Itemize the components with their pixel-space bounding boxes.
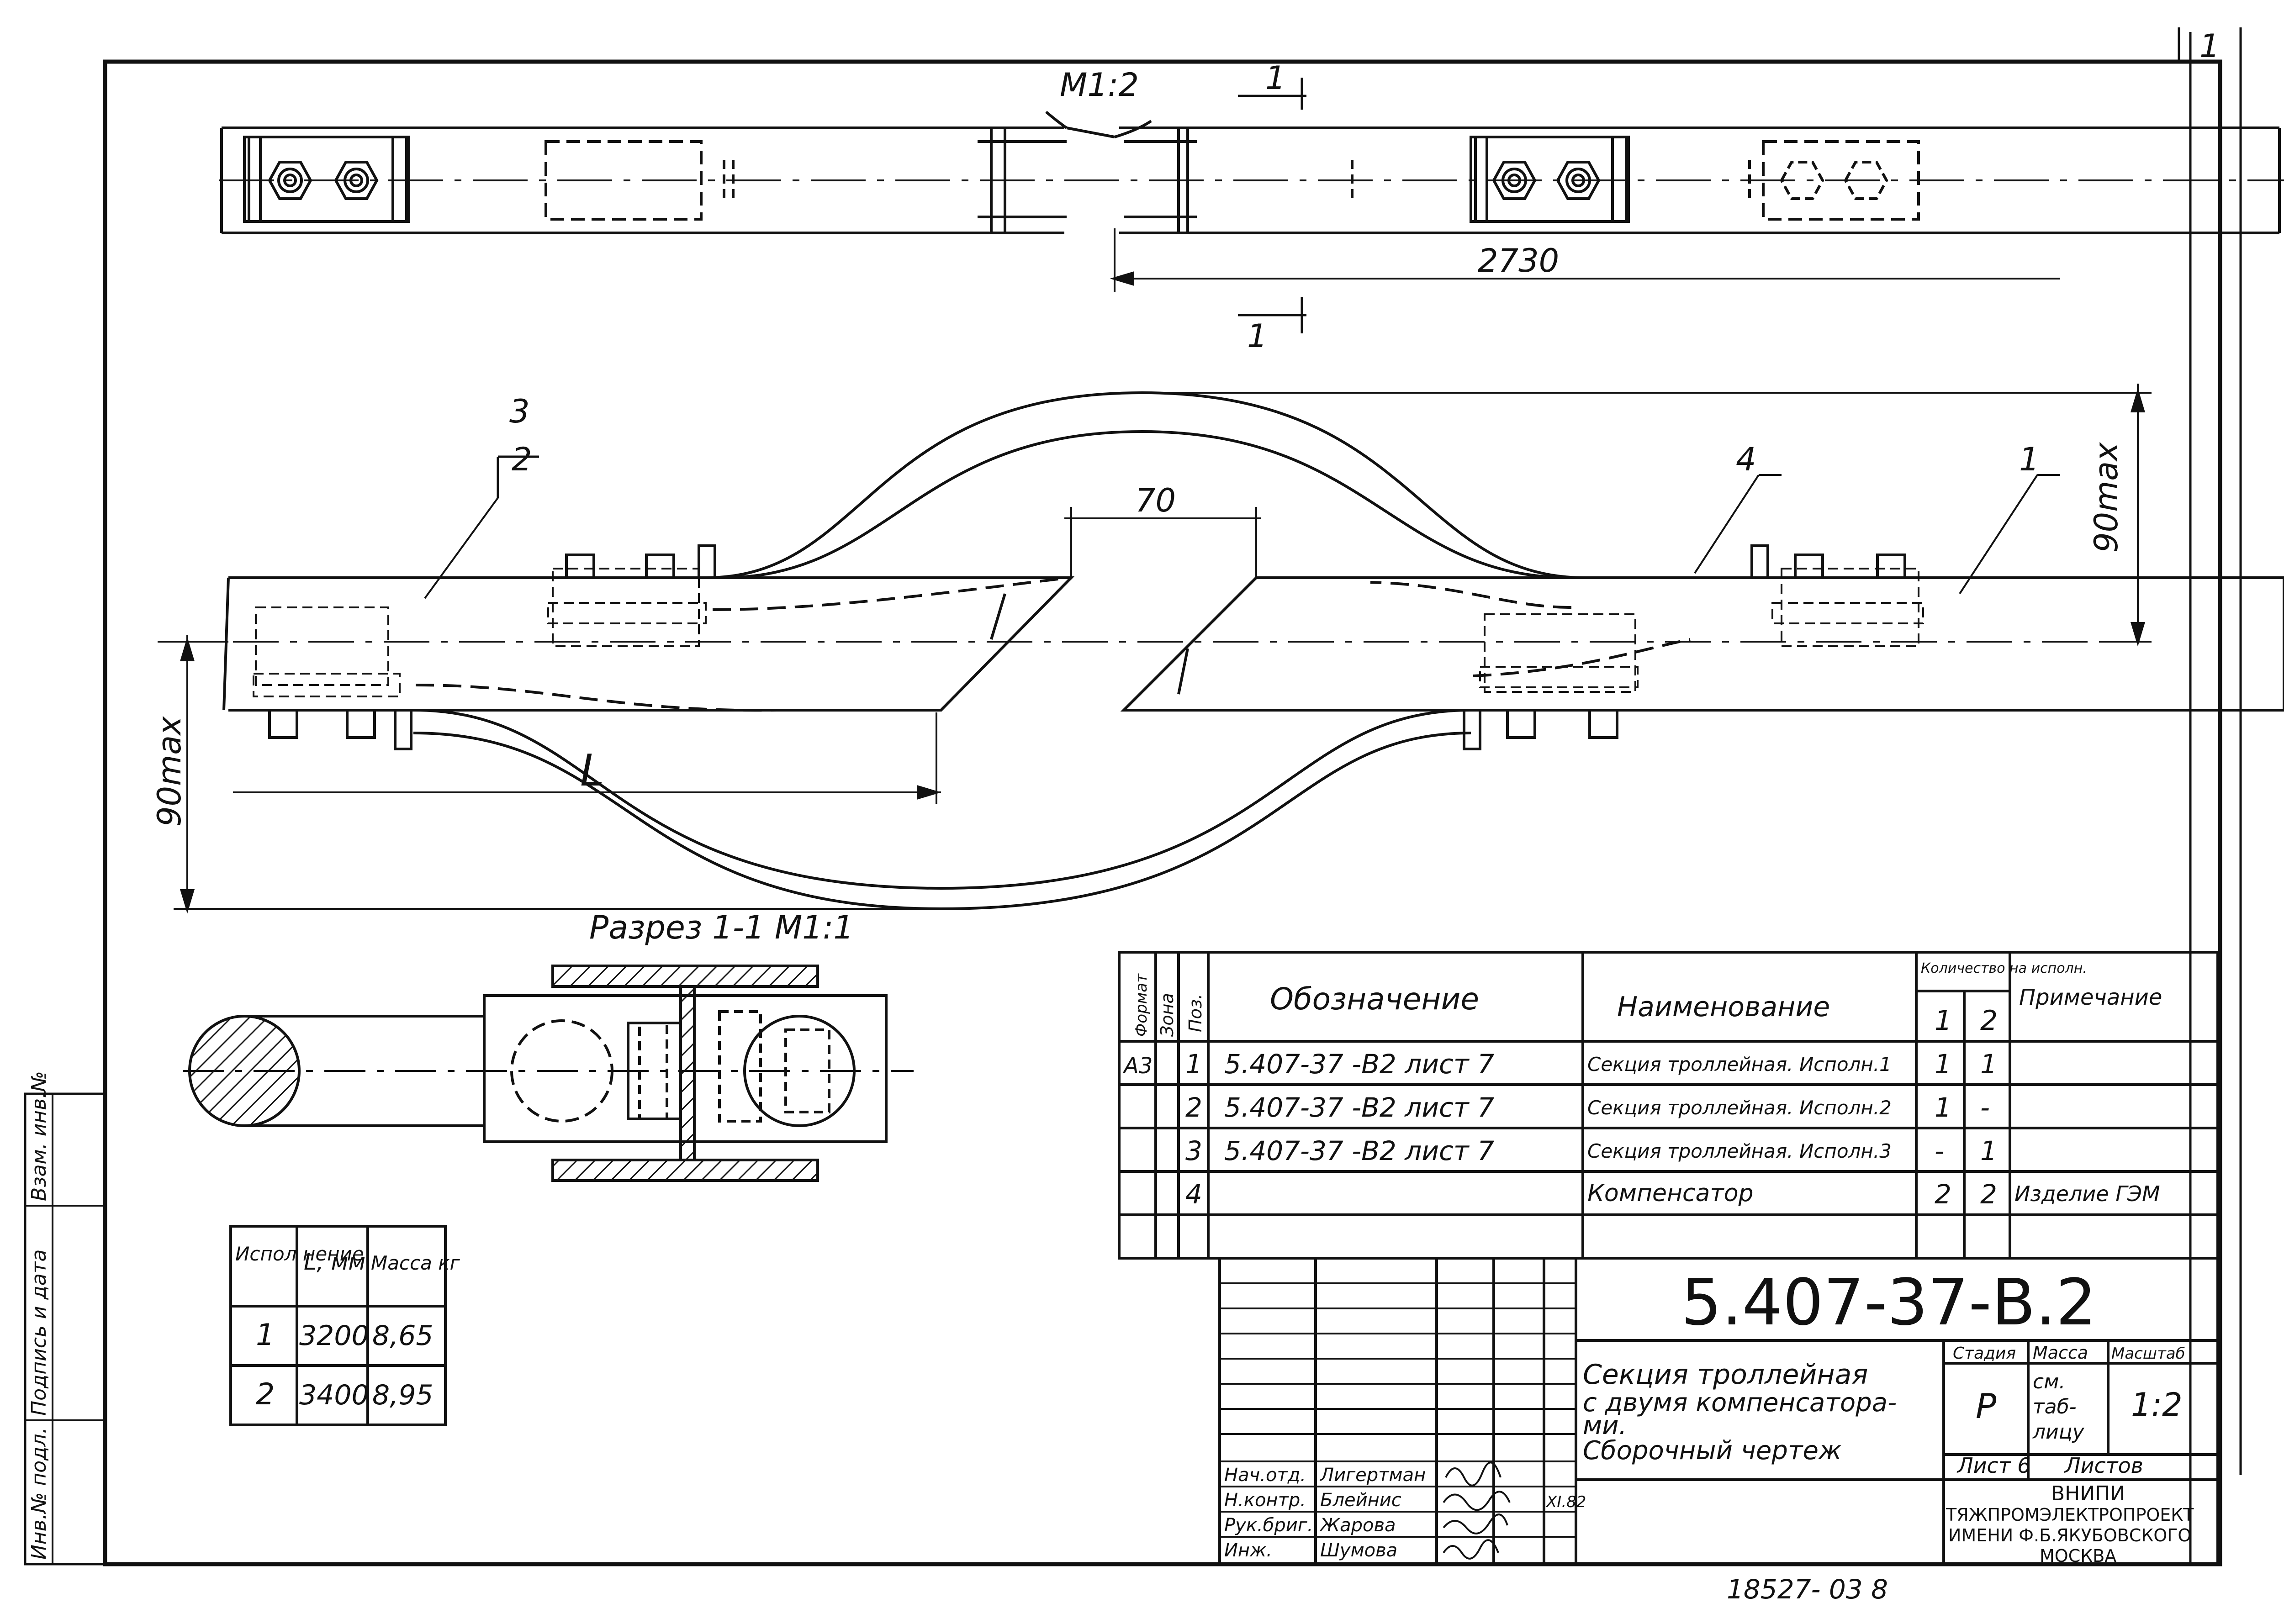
leader-label-3: 3 xyxy=(509,393,530,430)
section-mark-bottom: 1 xyxy=(1247,317,1268,355)
variants-table xyxy=(229,1225,447,1426)
spec-row3-q2: 1 xyxy=(1980,1135,1997,1166)
signer-role-2: Н.контр. xyxy=(1224,1490,1306,1511)
stage-value: Р xyxy=(1976,1386,1997,1426)
spec-col-pos: Поз. xyxy=(1185,994,1205,1032)
mass-value-line2: таб- xyxy=(2033,1395,2077,1418)
variants-row2-mass: 8,95 xyxy=(372,1379,434,1411)
signer-role-3: Рук.бриг. xyxy=(1224,1515,1313,1536)
spec-row3-pos: 3 xyxy=(1185,1135,1202,1166)
signer-name-4: Шумова xyxy=(1320,1540,1397,1561)
title-line-1: Секция троллейная xyxy=(1583,1359,1868,1391)
spec-table xyxy=(1118,951,2219,1260)
variants-row2-variant: 2 xyxy=(256,1377,275,1412)
leader-label-1: 1 xyxy=(2019,441,2040,478)
dimension-2730: 2730 xyxy=(1478,242,1559,279)
margin-stamp-sign: Подпись и дата xyxy=(27,1250,51,1416)
section-title: Разрез 1-1 М1:1 xyxy=(589,909,854,946)
spec-row1-pos: 1 xyxy=(1185,1049,1202,1080)
spec-row2-name: Секция троллейная. Исполн.2 xyxy=(1587,1097,1892,1119)
date-value: XI.82 xyxy=(1545,1493,1586,1511)
variants-header-col2: L, мм xyxy=(304,1249,365,1275)
margin-stamp-replace: Взам. инв.№ xyxy=(27,1071,51,1201)
title-line-2: с двумя компенсатора- xyxy=(1583,1388,1897,1418)
signer-name-1: Лигертман xyxy=(1319,1465,1426,1486)
spec-row4-q1: 2 xyxy=(1935,1179,1951,1210)
title-line-3: ми. xyxy=(1583,1411,1627,1440)
variants-row1-variant: 1 xyxy=(256,1318,275,1352)
spec-col-qty-2: 2 xyxy=(1980,1005,1998,1037)
variants-header-col1: Испол нение xyxy=(235,1243,364,1265)
spec-row2-q2: - xyxy=(1980,1092,1990,1123)
outer-frame xyxy=(103,59,2222,1566)
spec-col-note: Примечание xyxy=(2019,985,2162,1010)
margin-stamp xyxy=(24,1092,106,1566)
section-mark-top: 1 xyxy=(1265,59,1286,97)
spec-col-zone: Зона xyxy=(1157,993,1177,1037)
spec-row1-format: А3 xyxy=(1122,1053,1153,1079)
spec-row1-q2: 1 xyxy=(1980,1049,1997,1080)
leader-label-2: 2 xyxy=(512,441,532,478)
org-line-1: ВНИПИ xyxy=(2051,1482,2125,1505)
document-code: 5.407-37-В.2 xyxy=(1681,1265,2097,1340)
spec-row1-name: Секция троллейная. Исполн.1 xyxy=(1587,1053,1892,1076)
dimension-90max-right: 90max xyxy=(2088,442,2125,553)
top-scale-label: М1:2 xyxy=(1060,66,1139,104)
spec-row4-pos: 4 xyxy=(1185,1179,1202,1210)
stage-label: Стадия xyxy=(1953,1344,2016,1363)
corner-sheet-number: 1 xyxy=(2199,27,2220,65)
variants-row2-L: 3400 xyxy=(299,1379,369,1411)
scale-value: 1:2 xyxy=(2131,1386,2183,1424)
spec-row4-q2: 2 xyxy=(1980,1179,1997,1210)
spec-row2-q1: 1 xyxy=(1935,1092,1951,1123)
variants-header-col3: Масса кг xyxy=(371,1252,460,1274)
top-plan-view xyxy=(219,78,2284,333)
sheet-label: Лист 6 xyxy=(1956,1453,2030,1478)
spec-row4-note: Изделие ГЭМ xyxy=(2014,1181,2160,1206)
mass-value-line1: см. xyxy=(2033,1370,2065,1393)
spec-row3-designation: 5.407-37 -В2 лист 7 xyxy=(1224,1135,1494,1166)
signer-role-4: Инж. xyxy=(1224,1540,1272,1561)
dimension-L: L xyxy=(580,746,604,796)
spec-row4-name: Компенсатор xyxy=(1587,1180,1754,1207)
org-line-2: ТЯЖПРОМЭЛЕКТРОПРОЕКТ xyxy=(1946,1505,2194,1525)
title-block xyxy=(1218,1257,2219,1566)
variants-row1-L: 3200 xyxy=(299,1320,369,1352)
front-elevation-view xyxy=(158,384,2284,914)
signer-name-3: Жарова xyxy=(1319,1515,1396,1536)
spec-col-qty-1: 1 xyxy=(1935,1005,1952,1037)
spec-row3-q1: - xyxy=(1935,1135,1944,1166)
org-line-3: ИМЕНИ Ф.Б.ЯКУБОВСКОГО xyxy=(1948,1525,2191,1545)
footer-number: 18527- 03 8 xyxy=(1727,1574,1888,1605)
spec-row2-pos: 2 xyxy=(1185,1092,1202,1123)
spec-row1-designation: 5.407-37 -В2 лист 7 xyxy=(1224,1049,1494,1080)
spec-col-format: Формат xyxy=(1132,973,1151,1037)
dimension-70: 70 xyxy=(1135,482,1176,519)
section-1-1-view xyxy=(183,965,914,1182)
signer-name-2: Блейнис xyxy=(1320,1490,1401,1511)
org-line-4: МОСКВА xyxy=(2040,1546,2116,1566)
scale-label: Масштаб xyxy=(2111,1345,2185,1363)
spec-col-name: Наименование xyxy=(1617,991,1830,1023)
title-line-4: Сборочный чертеж xyxy=(1583,1436,1841,1466)
spec-row3-name: Секция троллейная. Исполн.3 xyxy=(1587,1140,1892,1162)
spec-col-qty: Количество на исполн. xyxy=(1921,960,2087,976)
spec-row2-designation: 5.407-37 -В2 лист 7 xyxy=(1224,1092,1494,1123)
mass-value-line3: лицу xyxy=(2032,1420,2085,1444)
signer-role-1: Нач.отд. xyxy=(1224,1465,1306,1486)
variants-row1-mass: 8,65 xyxy=(372,1320,434,1352)
signature-marks xyxy=(1443,1461,1511,1560)
leader-label-4: 4 xyxy=(1736,441,1756,478)
sheets-label: Листов xyxy=(2064,1453,2143,1478)
mass-label: Масса xyxy=(2033,1343,2088,1363)
spec-row1-q1: 1 xyxy=(1935,1049,1951,1080)
dimension-90max-left: 90max xyxy=(151,716,188,827)
margin-stamp-inv: Инв.№ подл. xyxy=(27,1427,51,1560)
spec-col-designation: Обозначение xyxy=(1270,981,1479,1017)
